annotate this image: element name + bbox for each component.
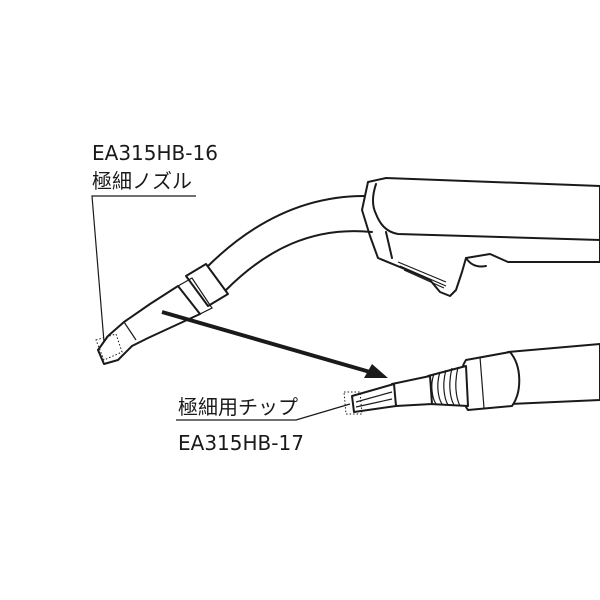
nozzle-part-number: EA315HB-16 — [92, 141, 218, 165]
tip-part-number: EA315HB-17 — [178, 431, 304, 455]
tip-part-name: 極細用チップ — [178, 395, 298, 419]
contact-tip-assembly — [343, 343, 600, 415]
torch-handle — [361, 177, 600, 297]
gooseneck-tube — [205, 195, 373, 291]
nozzle-part-name: 極細ノズル — [92, 169, 192, 193]
nozzle-leader-line — [91, 195, 196, 343]
fine-nozzle — [95, 285, 201, 365]
arrow — [161, 310, 388, 378]
tip-leader-line — [176, 403, 351, 421]
